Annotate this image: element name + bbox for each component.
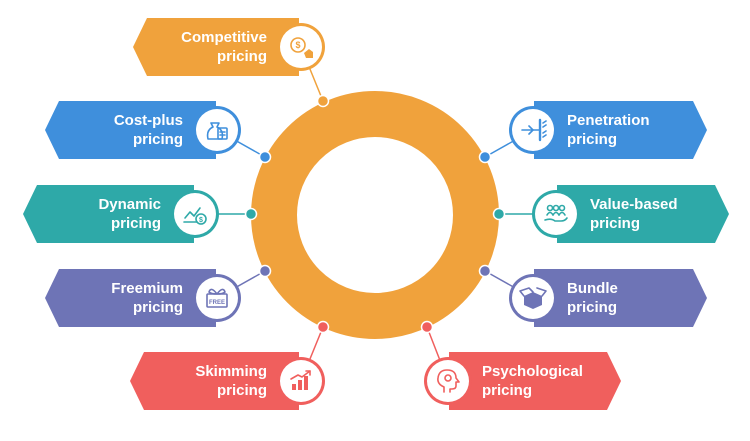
label-subtitle: pricing (590, 215, 641, 232)
label-title: Skimming (195, 363, 267, 380)
label-subtitle: pricing (482, 382, 533, 399)
ring-dot-bundle (478, 264, 492, 278)
banner-cost-plus (45, 101, 216, 159)
item-skimming (130, 320, 330, 410)
banner-value-based (557, 185, 729, 243)
label-title: Cost-plus (113, 112, 183, 129)
ring-dot-competitive (316, 94, 330, 108)
item-bundle (478, 264, 707, 327)
rising-bar-chart-icon (290, 370, 311, 390)
label-psychological: Psychological pricing (482, 352, 603, 410)
ring-dot-cost-plus (258, 150, 272, 164)
svg-text:$: $ (295, 40, 300, 50)
label-bundle: Bundle pricing (567, 269, 689, 327)
icon-badge-cost-plus (196, 109, 238, 151)
item-freemium: FREE (45, 264, 272, 327)
item-cost-plus (45, 101, 272, 164)
label-competitive: Competitive pricing (153, 18, 267, 76)
label-title: Freemium (111, 280, 183, 297)
coin-hand-icon: $ (290, 37, 313, 58)
open-box-icon (519, 287, 547, 309)
gift-free-icon: FREE (206, 288, 228, 308)
people-hand-icon (544, 204, 568, 222)
label-title: Penetration (567, 112, 650, 129)
label-title: Bundle (567, 280, 618, 297)
line-chart-coin-icon: $ (183, 207, 207, 225)
svg-text:$: $ (199, 217, 203, 224)
banner-competitive (133, 18, 299, 76)
item-competitive: $ (133, 18, 330, 108)
ring-dot-dynamic (244, 207, 258, 221)
label-title: Competitive (181, 29, 267, 46)
label-cost-plus: Cost-plus pricing (65, 101, 183, 159)
item-value-based (492, 185, 729, 243)
ring-dot-penetration (478, 150, 492, 164)
label-subtitle: pricing (132, 131, 183, 148)
label-title: Value-based (590, 196, 678, 213)
banner-penetration (534, 101, 707, 159)
label-subtitle: pricing (132, 299, 183, 316)
banner-psychological (449, 352, 621, 410)
icon-badge-value-based (535, 193, 577, 235)
banner-bundle (534, 269, 707, 327)
banner-freemium (45, 269, 216, 327)
label-subtitle: pricing (216, 382, 267, 399)
ring-dot-psychological (420, 320, 434, 334)
ring-dot-freemium (258, 264, 272, 278)
money-bag-calculator-icon (206, 122, 228, 140)
label-title: Psychological (482, 363, 583, 380)
item-psychological (420, 320, 621, 410)
label-subtitle: pricing (216, 48, 267, 65)
item-dynamic: $ (23, 185, 258, 243)
label-subtitle: pricing (567, 299, 618, 316)
icon-badge-competitive (280, 26, 322, 68)
label-subtitle: pricing (567, 131, 618, 148)
label-title: Dynamic (98, 196, 161, 213)
ring-dot-value-based (492, 207, 506, 221)
banner-dynamic (23, 185, 194, 243)
center-ring (251, 91, 499, 339)
label-subtitle: pricing (110, 215, 161, 232)
banner-skimming (130, 352, 299, 410)
label-dynamic: Dynamic pricing (43, 185, 161, 243)
icon-badge-freemium (196, 277, 238, 319)
label-value-based: Value-based pricing (590, 185, 711, 243)
label-penetration: Penetration pricing (567, 101, 689, 159)
label-skimming: Skimming pricing (150, 352, 267, 410)
svg-text:FREE: FREE (209, 300, 225, 306)
head-mind-icon (437, 369, 460, 393)
ring-dot-skimming (316, 320, 330, 334)
arrow-barrier-icon (521, 118, 547, 142)
label-freemium: Freemium pricing (65, 269, 183, 327)
item-penetration (478, 101, 707, 164)
